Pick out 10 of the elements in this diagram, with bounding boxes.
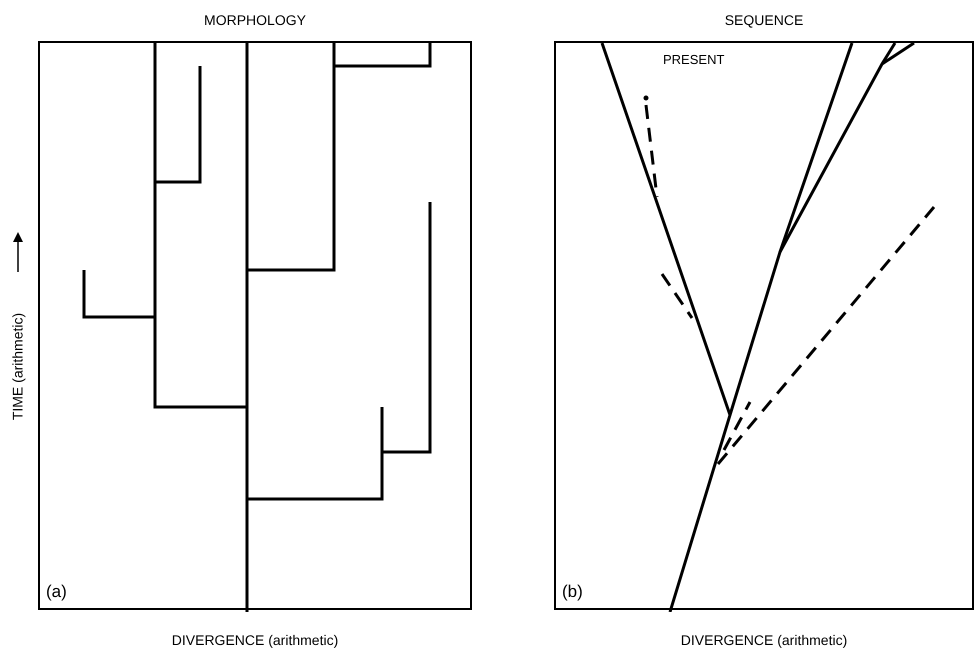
panel-frame — [554, 41, 974, 610]
panel-tag: (a) — [46, 578, 67, 604]
panel-heading: MORPHOLOGY — [203, 11, 307, 30]
axis-label: DIVERGENCE (arithmetic) — [680, 631, 848, 649]
panel-tag: (b) — [562, 578, 583, 604]
panel-heading: SEQUENCE — [724, 11, 804, 30]
axis-label: DIVERGENCE (arithmetic) — [170, 631, 340, 649]
axis-label: TIME (arithmetic) — [8, 312, 26, 422]
curve-label: PRESENT — [663, 51, 724, 69]
panel-frame — [38, 41, 472, 610]
